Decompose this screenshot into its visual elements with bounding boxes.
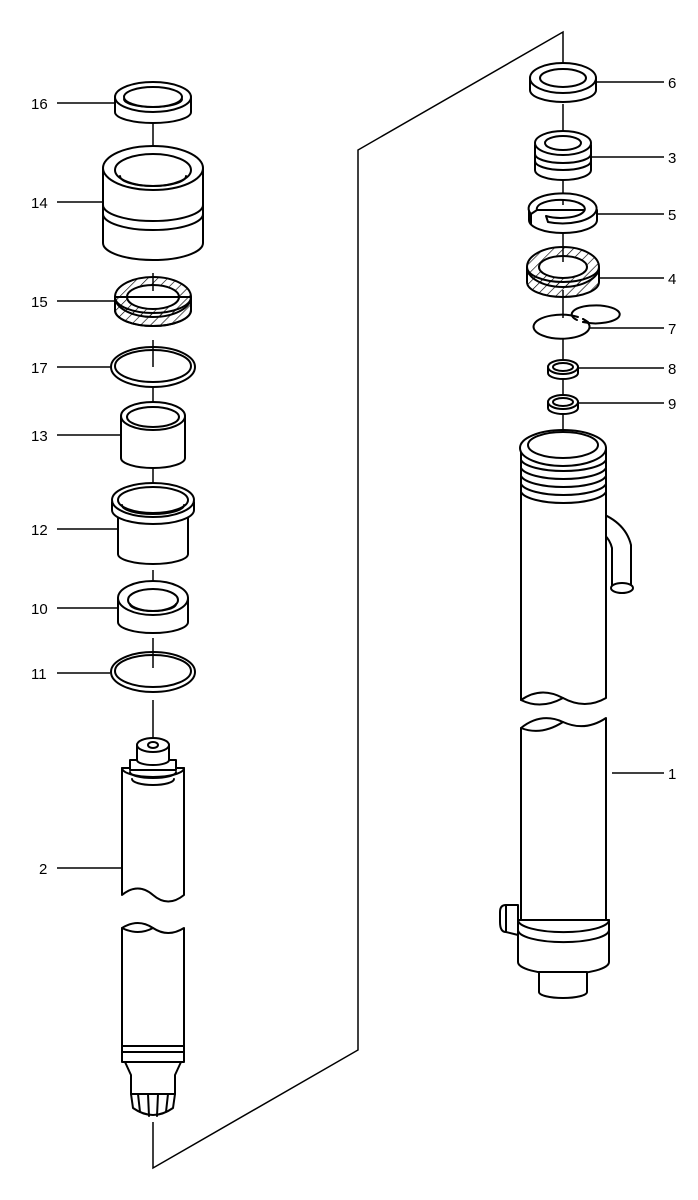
left-leader-lines	[57, 102, 121, 869]
part-8-small-ring[interactable]	[547, 359, 579, 380]
label-4: 4	[668, 271, 676, 288]
label-11: 11	[31, 666, 47, 683]
label-6: 6	[668, 75, 676, 92]
label-8: 8	[668, 361, 676, 378]
part-13-tube[interactable]	[120, 401, 186, 469]
label-14: 14	[31, 195, 48, 212]
part-3-ribbed-ring[interactable]	[534, 130, 592, 181]
label-5: 5	[668, 207, 676, 224]
label-2: 2	[39, 861, 47, 878]
label-9: 9	[668, 396, 676, 413]
label-15: 15	[31, 294, 48, 311]
part-10-ring[interactable]	[117, 580, 189, 634]
part-14-sleeve[interactable]	[102, 145, 204, 261]
assembly-connector-line	[152, 30, 564, 1170]
part-15-gasket[interactable]	[113, 276, 193, 327]
part-1-injector-holder[interactable]	[499, 429, 634, 999]
part-5-split-ring[interactable]	[527, 192, 598, 234]
label-7: 7	[668, 321, 676, 338]
part-9-small-ring[interactable]	[547, 394, 579, 415]
label-3: 3	[668, 150, 676, 167]
part-4-gasket[interactable]	[525, 246, 601, 298]
label-16: 16	[31, 96, 48, 113]
part-number-labels: 16 14 15 17 13 12 10 11 2 6 3 5 4 7 8 9 …	[31, 75, 676, 878]
part-11-o-ring[interactable]	[110, 651, 196, 693]
label-13: 13	[31, 428, 48, 445]
part-17-o-ring[interactable]	[110, 346, 196, 388]
label-10: 10	[31, 601, 48, 618]
label-17: 17	[31, 360, 48, 377]
part-7-snap-ring[interactable]	[532, 304, 621, 340]
right-leader-lines	[579, 81, 664, 774]
part-16-ring[interactable]	[114, 81, 192, 124]
part-6-ring[interactable]	[529, 62, 597, 103]
label-1: 1	[668, 766, 676, 783]
part-12-flanged-cup[interactable]	[111, 482, 195, 565]
part-2-nozzle-body[interactable]	[121, 737, 185, 1117]
label-12: 12	[31, 522, 48, 539]
